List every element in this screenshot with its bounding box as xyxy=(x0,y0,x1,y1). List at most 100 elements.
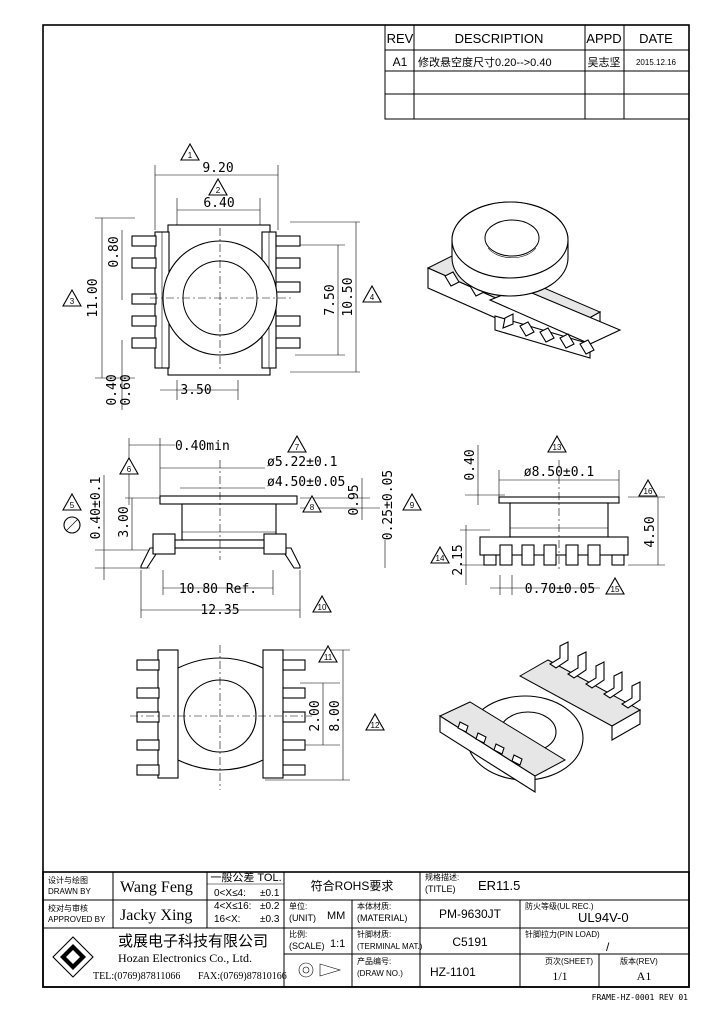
marker-10: 10 xyxy=(312,594,332,613)
tol-title: 一般公差 TOL. xyxy=(210,870,281,884)
marker-12: 12 xyxy=(365,712,385,731)
scale-value: 1:1 xyxy=(330,938,345,950)
material-label-en: (MATERIAL) xyxy=(357,913,407,923)
drawing-value: HZ-1101 xyxy=(430,965,476,979)
rohs-note: 符合ROHS要求 xyxy=(311,878,394,893)
marker-3: 3 xyxy=(62,288,82,307)
svg-text:11: 11 xyxy=(324,653,333,662)
dim-core: ø4.50±0.05 xyxy=(267,475,345,490)
rev-row-1-appd: 吴志坚 xyxy=(588,56,621,69)
rev-header: REV xyxy=(387,31,414,46)
marker-11: 11 xyxy=(318,644,338,663)
svg-text:2: 2 xyxy=(216,186,221,195)
marker-7: 7 xyxy=(287,434,307,453)
marker-6: 6 xyxy=(119,456,139,475)
tol-row-3-tol: ±0.3 xyxy=(260,914,280,925)
revision-markers: 1 2 3 4 5 6 7 8 9 10 11 12 13 14 15 16 xyxy=(62,142,658,731)
marker-1: 1 xyxy=(180,142,200,161)
svg-text:4: 4 xyxy=(370,293,375,302)
company-name-cn: 或展电子科技有限公司 xyxy=(118,933,268,950)
dim-standoff: 0.40±0.1 xyxy=(89,477,104,540)
sheet-value: 1/1 xyxy=(552,969,567,983)
dim-width-outer: 9.20 xyxy=(202,161,233,176)
approved-by: Jacky Xing xyxy=(120,907,192,924)
marker-5-a1 xyxy=(63,516,81,534)
rev-label: 版本(REV) xyxy=(620,956,658,966)
dim-bottom-height: 8.00 xyxy=(328,700,343,731)
svg-text:7: 7 xyxy=(295,443,300,452)
date-header: DATE xyxy=(639,31,673,46)
flame-value: UL94V-0 xyxy=(578,910,629,925)
description-header: DESCRIPTION xyxy=(455,31,544,46)
dim-width-inner: 6.40 xyxy=(203,196,234,211)
svg-text:3: 3 xyxy=(70,297,75,306)
title-value: ER11.5 xyxy=(478,878,520,893)
marker-5: 5 xyxy=(62,492,82,511)
dim-right-height: 4.50 xyxy=(643,516,658,547)
terminal-label-en: (TERMINAL MAT.) xyxy=(357,942,423,951)
marker-2: 2 xyxy=(208,177,228,196)
dim-min: 0.40min xyxy=(175,439,230,454)
title-block: 设计与绘图 DRAWN BY Wang Feng 校对与审核 APPROVED … xyxy=(42,870,690,988)
company-tel: TEL:(0769)87811066 xyxy=(93,971,180,982)
dim-right-base-h: 2.15 xyxy=(451,544,466,575)
pin-load-value: / xyxy=(606,940,610,954)
pin-load-label: 针脚拉力(PIN LOAD) xyxy=(525,929,600,939)
dim-pin-span: 7.50 xyxy=(323,284,338,315)
flame-label: 防火等级(UL REC.) xyxy=(525,901,594,911)
svg-text:1: 1 xyxy=(188,151,193,160)
dim-total: 12.35 xyxy=(200,603,239,618)
terminal-value: C5191 xyxy=(452,935,488,949)
company-name-en: Hozan Electronics Co., Ltd. xyxy=(118,951,252,965)
marker-13: 13 xyxy=(547,434,567,453)
scale-label-en: (SCALE) xyxy=(289,941,325,951)
tol-row-2-range: 4<X≤16: xyxy=(214,901,251,912)
svg-text:9: 9 xyxy=(410,501,415,510)
dim-pin-thk: 0.25±0.05 xyxy=(381,470,396,540)
rev-row-1-description: 修改悬空度尺寸0.20-->0.40 xyxy=(418,55,552,69)
tol-row-1-tol: ±0.1 xyxy=(260,888,280,899)
right-view: 0.40 ø8.50±0.1 2.15 4.50 0.70±0.05 xyxy=(451,445,665,597)
top-view: 9.20 6.40 11.00 0.80 0.40 0.60 7.50 10.5… xyxy=(86,161,360,410)
isometric-bottom-pins xyxy=(457,641,641,766)
svg-text:8: 8 xyxy=(310,503,315,512)
marker-14: 14 xyxy=(430,545,450,564)
material-label-cn: 本体材质: xyxy=(357,901,391,911)
sheet-label: 页次(SHEET) xyxy=(545,956,593,966)
marker-15: 15 xyxy=(605,576,625,595)
drawn-by: Wang Feng xyxy=(120,879,193,896)
dim-height-outer: 11.00 xyxy=(86,278,101,317)
svg-text:10: 10 xyxy=(318,603,327,612)
drawing-label-en: (DRAW NO.) xyxy=(357,969,403,978)
company-fax: FAX:(0769)87810166 xyxy=(198,971,287,982)
unit-value: MM xyxy=(327,910,345,922)
dim-offset: 3.50 xyxy=(180,383,211,398)
svg-text:16: 16 xyxy=(644,487,653,496)
terminal-label-cn: 针脚材质: xyxy=(357,929,391,939)
side-view: 0.40min ø5.22±0.1 ø4.50±0.05 0.95 0.25±0… xyxy=(89,438,396,618)
tol-row-2-tol: ±0.2 xyxy=(260,901,280,912)
svg-text:13: 13 xyxy=(553,443,562,452)
rev-row-1-rev: A1 xyxy=(393,55,408,69)
dim-flange: ø5.22±0.1 xyxy=(267,455,337,470)
dim-right-pin-w: 0.70±0.05 xyxy=(525,582,595,597)
marker-9: 9 xyxy=(402,492,422,511)
revision-table: REV DESCRIPTION APPD DATE A1 修改悬空度尺寸0.20… xyxy=(384,24,690,120)
company-logo-icon xyxy=(52,936,94,978)
tol-row-3-range: 16<X: xyxy=(214,914,240,925)
marker-16: 16 xyxy=(638,478,658,497)
title-label-cn: 规格描述: xyxy=(425,872,459,882)
dim-bottom-2: 0.60 xyxy=(119,374,134,405)
title-label-en: (TITLE) xyxy=(425,884,456,894)
material-value: PM-9630JT xyxy=(439,907,502,921)
rev-row-1-date: 2015.12.16 xyxy=(636,58,677,67)
isometric-top xyxy=(426,201,622,359)
unit-label-cn: 单位: xyxy=(289,901,307,911)
approved-label-cn: 校对与审核 xyxy=(48,903,88,913)
tol-row-1-range: 0<X≤4: xyxy=(214,888,246,899)
dim-height-total: 10.50 xyxy=(341,277,356,316)
drawn-label-en: DRAWN BY xyxy=(48,887,91,896)
projection-symbol-icon xyxy=(319,963,342,977)
isometric-bottom xyxy=(438,641,642,793)
